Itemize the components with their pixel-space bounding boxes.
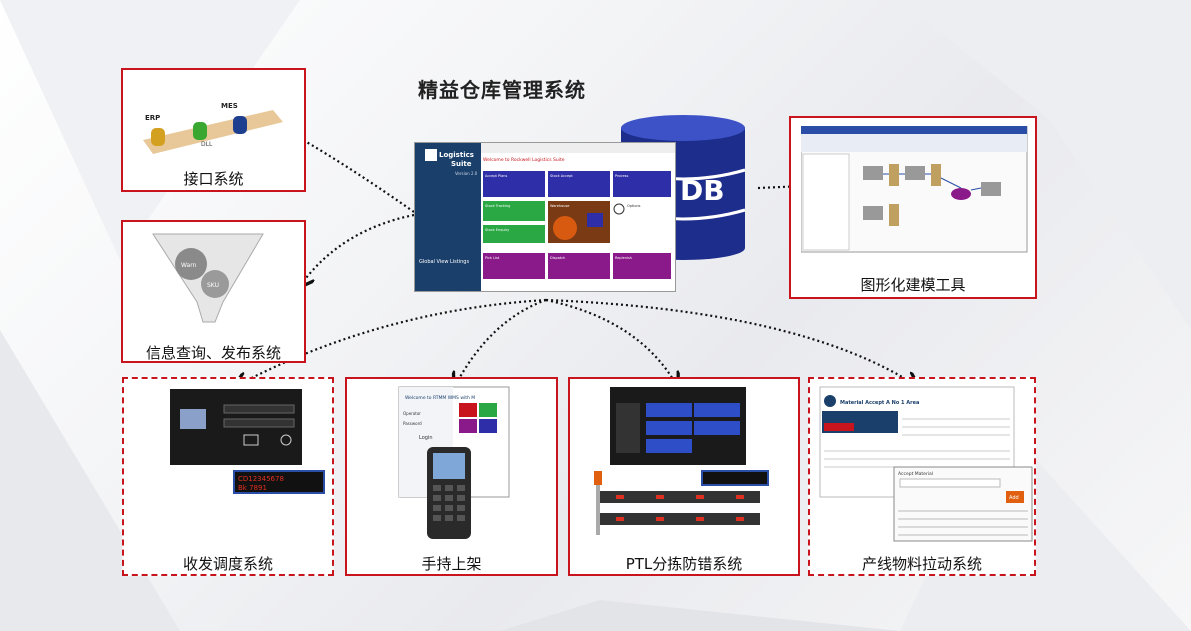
link-to-ptl [545, 298, 677, 386]
handheld-illustration: Welcome to RTMM WMS with M Operator Pass… [398, 386, 510, 539]
modeling-screenshot [801, 126, 1028, 253]
svg-text:Replenish: Replenish [615, 256, 632, 260]
logistics-suite-screen: Logistics Suite Version 2.0 Global View … [415, 143, 675, 291]
svg-text:Warehouse: Warehouse [550, 204, 569, 208]
svg-text:Options: Options [627, 204, 641, 208]
link-to-dispatch [236, 298, 547, 386]
svg-text:Password: Password [403, 421, 422, 426]
link-to-info [300, 213, 415, 286]
modeling-tool-box: 图形化建模工具 [789, 116, 1037, 299]
interface-illustration: ERP MES DLL [143, 102, 283, 154]
modeling-caption: 图形化建模工具 [860, 276, 966, 294]
svg-text:Accept Plans: Accept Plans [485, 174, 507, 178]
dispatch-caption: 收发调度系统 [182, 555, 273, 573]
dispatch-system-box: CD12345678 Bk 7891 收发调度系统 [122, 377, 334, 576]
link-to-handheld [455, 298, 547, 386]
svg-text:Global View Listings: Global View Listings [419, 259, 469, 265]
info-system-box: Warn SKU 信息查询、发布系统 [121, 220, 306, 363]
ptl-caption: PTL分拣防错系统 [625, 555, 743, 573]
handheld-caption: 手持上架 [421, 555, 482, 573]
interface-caption: 接口系统 [183, 170, 244, 188]
info-caption: 信息查询、发布系统 [145, 344, 281, 362]
svg-text:CD12345678: CD12345678 [238, 475, 284, 483]
svg-text:Suite: Suite [451, 160, 472, 168]
interface-system-box: ERP MES DLL 接口系统 [121, 68, 306, 192]
svg-text:Accept Material: Accept Material [898, 471, 933, 477]
line-pull-system-box: Material Accept A No 1 Area Accept Mater… [808, 377, 1036, 576]
svg-text:Version 2.0: Version 2.0 [455, 171, 478, 176]
funnel-illustration: Warn SKU [152, 233, 264, 323]
handheld-box: Welcome to RTMM WMS with M Operator Pass… [345, 377, 558, 576]
db-label: DB [680, 174, 725, 207]
ptl-illustration [594, 387, 769, 535]
logistics-suite-window: Logistics Suite Version 2.0 Global View … [414, 142, 676, 292]
page-title: 精益仓库管理系统 [418, 78, 586, 102]
dispatch-illustration: CD12345678 Bk 7891 [170, 389, 325, 494]
svg-text:Dispatch: Dispatch [550, 256, 565, 260]
line-pull-caption: 产线物料拉动系统 [861, 555, 982, 573]
svg-text:Pick List: Pick List [485, 256, 500, 260]
svg-text:Stock Accept: Stock Accept [550, 174, 573, 178]
svg-text:DLL: DLL [201, 141, 213, 148]
svg-text:Stock Enquiry: Stock Enquiry [485, 228, 509, 232]
link-to-line [545, 298, 917, 386]
svg-text:Logistics: Logistics [439, 151, 474, 159]
svg-text:Bk 7891: Bk 7891 [238, 484, 267, 492]
line-pull-illustration: Material Accept A No 1 Area Accept Mater… [819, 386, 1033, 542]
svg-text:Stock Tracking: Stock Tracking [485, 204, 510, 208]
svg-text:Process: Process [615, 174, 628, 178]
svg-text:Login: Login [419, 435, 433, 441]
svg-text:Warn: Warn [181, 262, 197, 269]
svg-text:Operator: Operator [403, 411, 421, 416]
svg-text:MES: MES [221, 102, 238, 110]
svg-text:SKU: SKU [207, 282, 219, 289]
svg-text:Add: Add [1009, 495, 1019, 501]
svg-text:ERP: ERP [145, 114, 160, 122]
ptl-system-box: PTL分拣防错系统 [568, 377, 800, 576]
svg-text:Material Accept A No 1 Area: Material Accept A No 1 Area [840, 400, 919, 406]
svg-text:Welcome to Rockwell Logistics: Welcome to Rockwell Logistics Suite [483, 157, 565, 163]
svg-text:Welcome to RTMM WMS with M: Welcome to RTMM WMS with M [405, 395, 475, 401]
